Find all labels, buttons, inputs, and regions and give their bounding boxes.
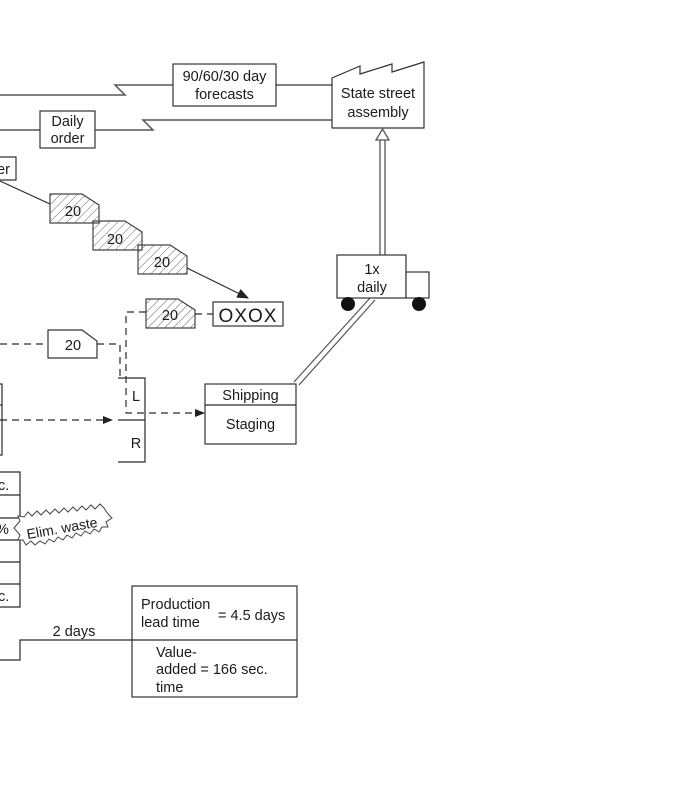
truck-wheel-icon [412, 297, 426, 311]
shipping-staging-box: Shipping Staging [204, 383, 297, 445]
truck-wheel-icon [341, 297, 355, 311]
forecast-label-line2: forecasts [195, 87, 254, 103]
value-added-line3: time [156, 680, 183, 696]
supermarket: L R [118, 377, 146, 463]
data-row-6: c. [0, 589, 9, 605]
daily-order-box [39, 110, 96, 149]
shipment-arrowhead-icon [374, 127, 391, 141]
timeline-segment-label: 2 days [53, 624, 96, 640]
shipment-arrow [374, 127, 391, 255]
batch-kanban: 20 [47, 329, 98, 359]
pull-arrowhead-icon [103, 416, 113, 424]
factory-icon [331, 61, 425, 129]
value-added-line2: added = 166 sec. [156, 662, 268, 678]
production-lead-time-value: = 4.5 days [218, 608, 285, 624]
dashed-arrowhead-icon [195, 409, 205, 417]
partial-box-text: er [0, 162, 10, 178]
forecast-box [172, 63, 277, 107]
withdrawal-kanban-3: 20 [137, 244, 188, 275]
production-lead-time-label-1: Production [141, 597, 210, 613]
daily-order-line1: Daily [51, 114, 84, 130]
supermarket-right-label: R [131, 436, 141, 452]
data-row-3: % [0, 522, 9, 538]
value-added-line1: Value- [156, 645, 197, 661]
load-leveling-box: OXOX [212, 301, 284, 327]
truck: 1x daily [336, 254, 430, 311]
withdrawal-kanban-2: 20 [92, 220, 143, 251]
kanban-qty: 20 [65, 338, 81, 354]
customer-name-line1: State street [341, 86, 415, 102]
shipment-double-line-a [293, 297, 371, 383]
customer-name-line2: assembly [347, 105, 409, 121]
partial-process-box [0, 383, 3, 456]
load-leveling-pattern: OXOX [219, 306, 278, 327]
forecast-label-line1: 90/60/30 day [183, 69, 268, 85]
kanban-qty: 20 [65, 204, 81, 220]
kanban-path-line [0, 180, 51, 205]
lead-time-summary: Production lead time = 4.5 days Value- a… [131, 585, 298, 698]
truck-frequency-line1: 1x [364, 262, 380, 278]
shipping-label: Shipping [222, 388, 278, 404]
partial-box-outline [0, 156, 17, 181]
kanban-to-leveling-arrow [186, 267, 250, 299]
forecast-info-flow: 90/60/30 day forecasts [0, 63, 332, 107]
production-lead-time-label-2: lead time [141, 615, 200, 631]
partial-info-box: er [0, 156, 51, 205]
shipment-double-line-b [298, 299, 376, 386]
withdrawal-dashed-line [125, 311, 205, 414]
staging-label: Staging [226, 417, 275, 433]
daily-order-line-right [95, 119, 332, 131]
timeline: 2 days [0, 624, 132, 661]
kanban-qty: 20 [154, 255, 170, 271]
kanban-qty: 20 [162, 308, 178, 324]
batch-dashed-right [97, 343, 121, 378]
customer-factory: State street assembly [331, 61, 425, 129]
partial-data-box: c. % c. [0, 471, 21, 608]
supermarket-left-label: L [132, 389, 140, 405]
truck-frequency-line2: daily [357, 280, 388, 296]
forecast-line-left [0, 84, 173, 96]
data-row-1: c. [0, 478, 9, 494]
withdrawal-kanban-1: 20 [49, 193, 100, 224]
daily-order-info-flow: Daily order [0, 110, 332, 149]
kaizen-burst: Elim. waste [13, 503, 113, 546]
production-kanban: 20 [145, 298, 196, 329]
truck-cab [405, 271, 430, 299]
kanban-qty: 20 [107, 232, 123, 248]
daily-order-line2: order [51, 131, 85, 147]
